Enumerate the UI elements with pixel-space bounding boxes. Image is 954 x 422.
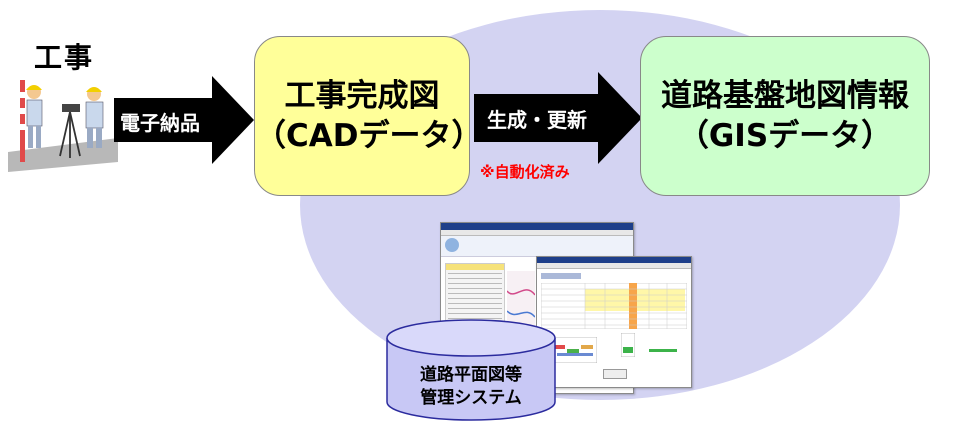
- colored-map-thumbnail-icon: [553, 337, 597, 363]
- progress-indicator: [649, 349, 677, 352]
- database-label-line2: 管理システム: [420, 387, 522, 408]
- grid-table-icon: [541, 283, 687, 329]
- gis-road-map-box: 道路基盤地図情報 （GISデータ）: [640, 36, 930, 196]
- window-heading: [541, 273, 581, 279]
- database-label-line1: 道路平面図等: [420, 365, 522, 385]
- construction-title: 工事: [34, 41, 95, 74]
- system-screen-front: [536, 256, 692, 388]
- gis-box-subtitle: （GISデータ）: [677, 118, 893, 154]
- database-cylinder-icon: [386, 319, 556, 421]
- document-thumbnail-icon: [621, 333, 635, 357]
- cad-box-subtitle: （CADデータ）: [255, 118, 483, 154]
- window-titlebar: [441, 223, 633, 230]
- app-logo-icon: [445, 238, 459, 252]
- generate-update-arrow: [474, 72, 642, 164]
- delivery-arrow-label: 電子納品: [120, 111, 200, 135]
- surveyor-illustration-icon: [8, 80, 118, 172]
- window-menubar: [441, 230, 633, 236]
- database-label: 道路平面図等 管理システム: [386, 364, 556, 410]
- screen-button: [603, 369, 627, 379]
- delivery-arrow: [114, 76, 254, 164]
- cad-completion-box: 工事完成図 （CADデータ）: [254, 36, 483, 196]
- generate-update-arrow-label: 生成・更新: [487, 108, 587, 132]
- gis-box-title: 道路基盤地図情報: [661, 77, 909, 114]
- window-menubar: [537, 263, 691, 269]
- window-titlebar: [537, 257, 691, 263]
- automated-note: ※自動化済み: [480, 163, 570, 181]
- cad-box-title: 工事完成図: [284, 77, 440, 114]
- window-header: [441, 236, 633, 257]
